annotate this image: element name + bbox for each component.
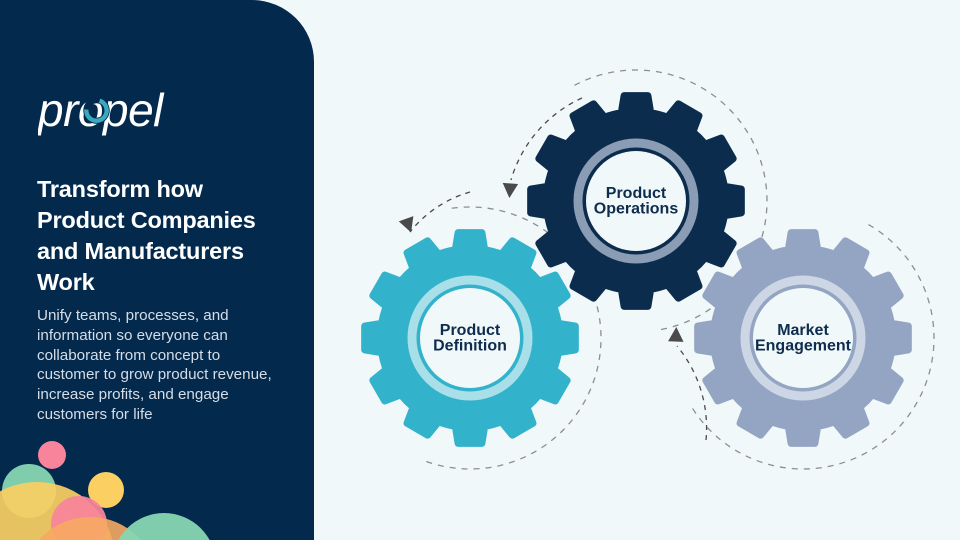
subtitle-paragraph: Unify teams, processes, and information … bbox=[37, 307, 272, 423]
orange-blob bbox=[39, 517, 141, 540]
gear-hub bbox=[420, 288, 520, 388]
arrow-to-product-operations-head bbox=[502, 182, 519, 198]
dashed-guide-arcs bbox=[420, 69, 935, 470]
confetti-svg bbox=[0, 441, 210, 540]
arrow-to-market-engagement-head bbox=[668, 327, 684, 342]
arrow-to-market-engagement bbox=[668, 327, 708, 441]
arrow-to-product-definition-tail bbox=[409, 191, 471, 233]
page-title: Transform how Product Companies and Manu… bbox=[37, 176, 256, 296]
dashed-arc-product-definition bbox=[420, 206, 602, 470]
arrow-to-product-definition bbox=[398, 191, 471, 233]
green-blob bbox=[118, 513, 210, 540]
pink-small-dot bbox=[38, 441, 66, 469]
decorative-confetti bbox=[0, 410, 314, 540]
propel-logo-svg: propel bbox=[36, 84, 166, 136]
gear-hub bbox=[586, 151, 686, 251]
gear-hub bbox=[753, 288, 853, 388]
gear-ring bbox=[740, 275, 866, 401]
yellow-dot bbox=[88, 472, 124, 508]
gear-ring bbox=[573, 138, 699, 264]
arrow-to-product-definition-head bbox=[398, 216, 414, 233]
logo-wordmark: propel bbox=[36, 84, 166, 136]
left-brand-panel: propel Transform how Product Companies a… bbox=[0, 0, 314, 540]
arrow-to-product-operations-tail bbox=[510, 97, 583, 181]
logo-text: propel bbox=[38, 84, 165, 136]
propel-logo[interactable]: propel bbox=[36, 84, 238, 140]
arrow-to-market-engagement-tail bbox=[676, 345, 708, 441]
flow-arrow-group bbox=[398, 97, 708, 441]
dashed-arc-market-engagement bbox=[688, 223, 935, 470]
gear-ring bbox=[407, 275, 533, 401]
o-ring-icon bbox=[83, 97, 110, 124]
arrow-to-product-operations bbox=[502, 97, 583, 198]
